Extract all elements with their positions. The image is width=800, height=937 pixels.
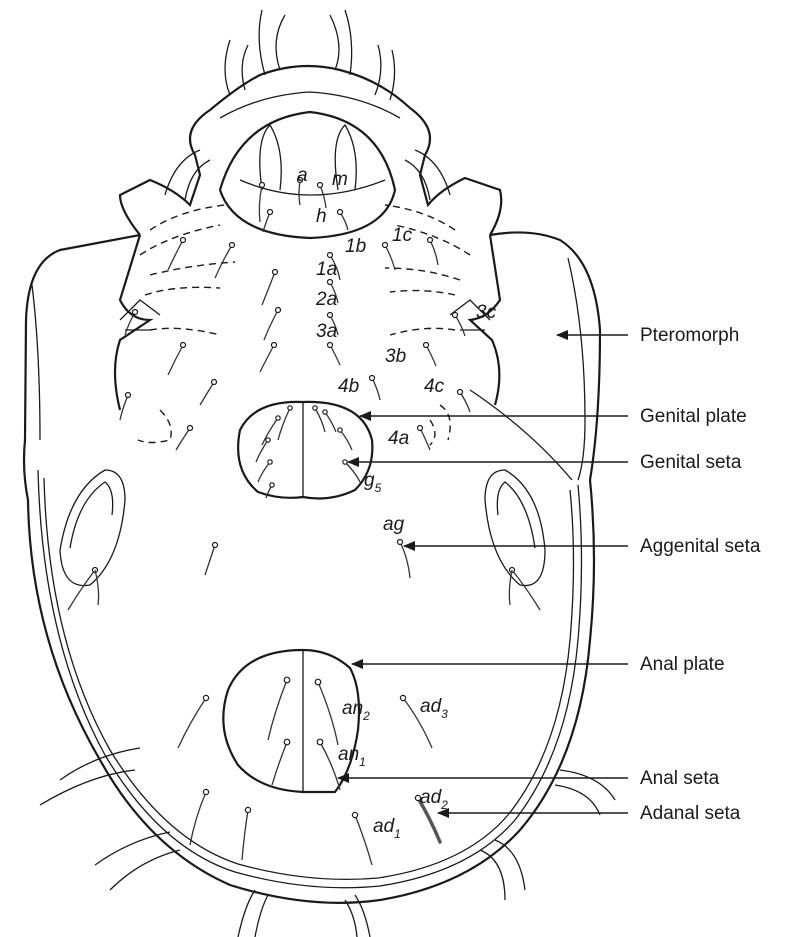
callout-genital-seta: Genital seta: [640, 452, 742, 473]
label-an2: an2: [342, 698, 370, 723]
callout-pteromorph: Pteromorph: [640, 325, 739, 346]
apodemes: [138, 205, 470, 445]
label-ad1: ad1: [373, 816, 401, 841]
genital-plate: [238, 402, 372, 499]
label-1c: 1c: [392, 225, 413, 246]
callout-adanal-seta: Adanal seta: [640, 803, 741, 824]
callout-anal-plate: Anal plate: [640, 654, 725, 675]
podosoma: [115, 10, 501, 410]
label-g5: g5: [364, 470, 382, 495]
seta-labels: a m h 1b 1c 1a 2a 3a 3b 3c 4b 4c 4a g5 a…: [297, 165, 497, 841]
label-ag: ag: [383, 514, 405, 535]
label-a: a: [297, 165, 308, 186]
label-ad3: ad3: [420, 696, 448, 721]
label-h: h: [316, 206, 327, 227]
label-1b: 1b: [345, 236, 366, 257]
label-3b: 3b: [385, 346, 406, 367]
label-2a: 2a: [315, 289, 337, 310]
label-4c: 4c: [424, 376, 445, 397]
label-4a: 4a: [388, 428, 409, 449]
callout-anal-seta: Anal seta: [640, 768, 720, 789]
label-4b: 4b: [338, 376, 359, 397]
legs-bottom: [40, 748, 615, 937]
callout-aggenital-seta: Aggenital seta: [640, 536, 761, 557]
callout-genital-plate: Genital plate: [640, 406, 747, 427]
label-an1: an1: [338, 744, 366, 769]
label-1a: 1a: [316, 259, 337, 280]
callout-labels: Pteromorph Genital plate Genital seta Ag…: [640, 325, 761, 824]
label-m: m: [332, 169, 348, 190]
label-3c: 3c: [476, 302, 497, 323]
anal-plate: [223, 650, 359, 792]
label-3a: 3a: [316, 321, 337, 342]
